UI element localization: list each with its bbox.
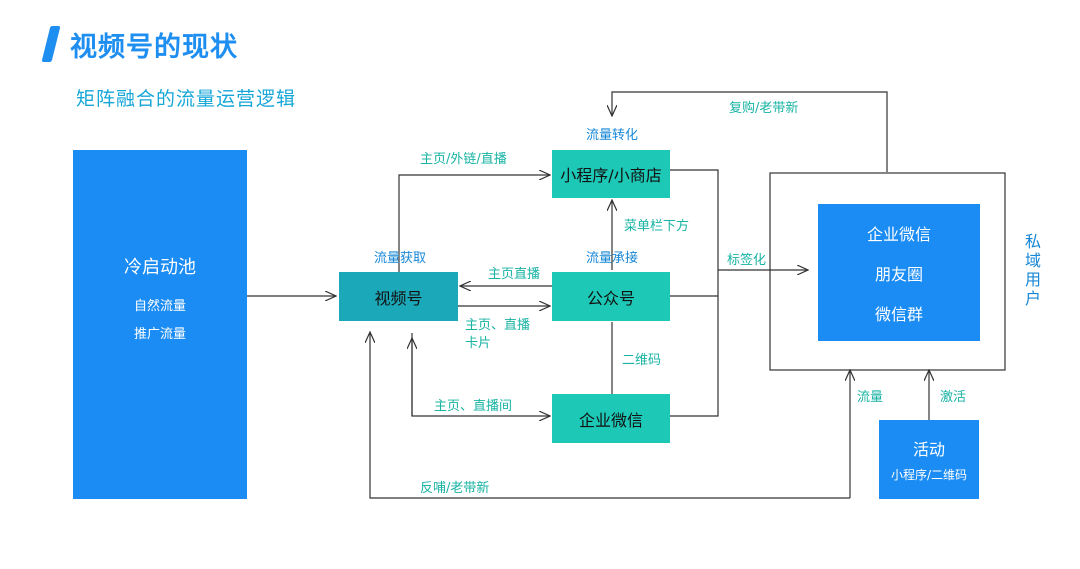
page-title: 视频号的现状 [70, 31, 238, 63]
promotion-traffic-label: 推广流量 [133, 327, 186, 342]
miniapp-node: 小程序/小商店 [552, 150, 670, 198]
private-users-label: 私域用户 [1024, 232, 1041, 308]
page-subtitle: 矩阵融合的流量运营逻辑 [76, 88, 297, 110]
channels-node: 视频号 [339, 272, 458, 321]
label-homepage-link-live: 主页/外链/直播 [420, 152, 507, 167]
label-homepage-live-card-1: 主页、直播 [465, 318, 531, 333]
label-feedback-referral: 反哺/老带新 [420, 481, 490, 496]
private-domain-frame [769, 172, 1006, 371]
miniapp-label: 小程序/小商店 [560, 166, 662, 185]
label-menu-bar: 菜单栏下方 [624, 219, 690, 234]
label-activate: 激活 [940, 390, 967, 405]
edge-feedback-loop [370, 332, 850, 499]
natural-traffic-label: 自然流量 [133, 299, 186, 314]
official-account-label: 公众号 [586, 288, 635, 308]
label-traffic-receive: 流量承接 [586, 251, 639, 266]
label-traffic: 流量 [857, 390, 884, 405]
label-traffic-acquire: 流量获取 [374, 251, 427, 266]
label-homepage-liveroom: 主页、直播间 [434, 399, 513, 414]
edge-private-to-miniapp [612, 91, 888, 172]
cold-start-pool: 冷启动池 自然流量 推广流量 [73, 150, 247, 499]
wecom-node: 企业微信 [552, 394, 670, 443]
label-homepage-live-card-2: 卡片 [465, 336, 492, 351]
activity-node: 活动 小程序/二维码 [879, 420, 979, 499]
label-tagging: 标签化 [727, 253, 767, 268]
activity-title: 活动 [912, 440, 945, 459]
title-wrap: 视频号的现状 [41, 24, 238, 64]
private-item-wecom: 企业微信 [866, 224, 931, 244]
edge-miniapp-bus [670, 169, 719, 417]
private-item-moments: 朋友圈 [874, 264, 923, 284]
channels-label: 视频号 [374, 288, 423, 308]
edge-channels-to-miniapp [398, 175, 550, 272]
label-traffic-convert: 流量转化 [586, 128, 639, 143]
cold-start-title: 冷启动池 [124, 257, 196, 278]
label-qrcode: 二维码 [622, 353, 662, 368]
official-account-node: 公众号 [552, 272, 670, 321]
label-repurchase-referral: 复购/老带新 [729, 101, 799, 116]
wecom-label: 企业微信 [578, 410, 643, 430]
private-domain-box: 企业微信 朋友圈 微信群 [818, 204, 980, 341]
label-homepage-live: 主页直播 [488, 267, 541, 282]
activity-sub: 小程序/二维码 [890, 468, 968, 482]
private-item-groups: 微信群 [874, 304, 923, 324]
